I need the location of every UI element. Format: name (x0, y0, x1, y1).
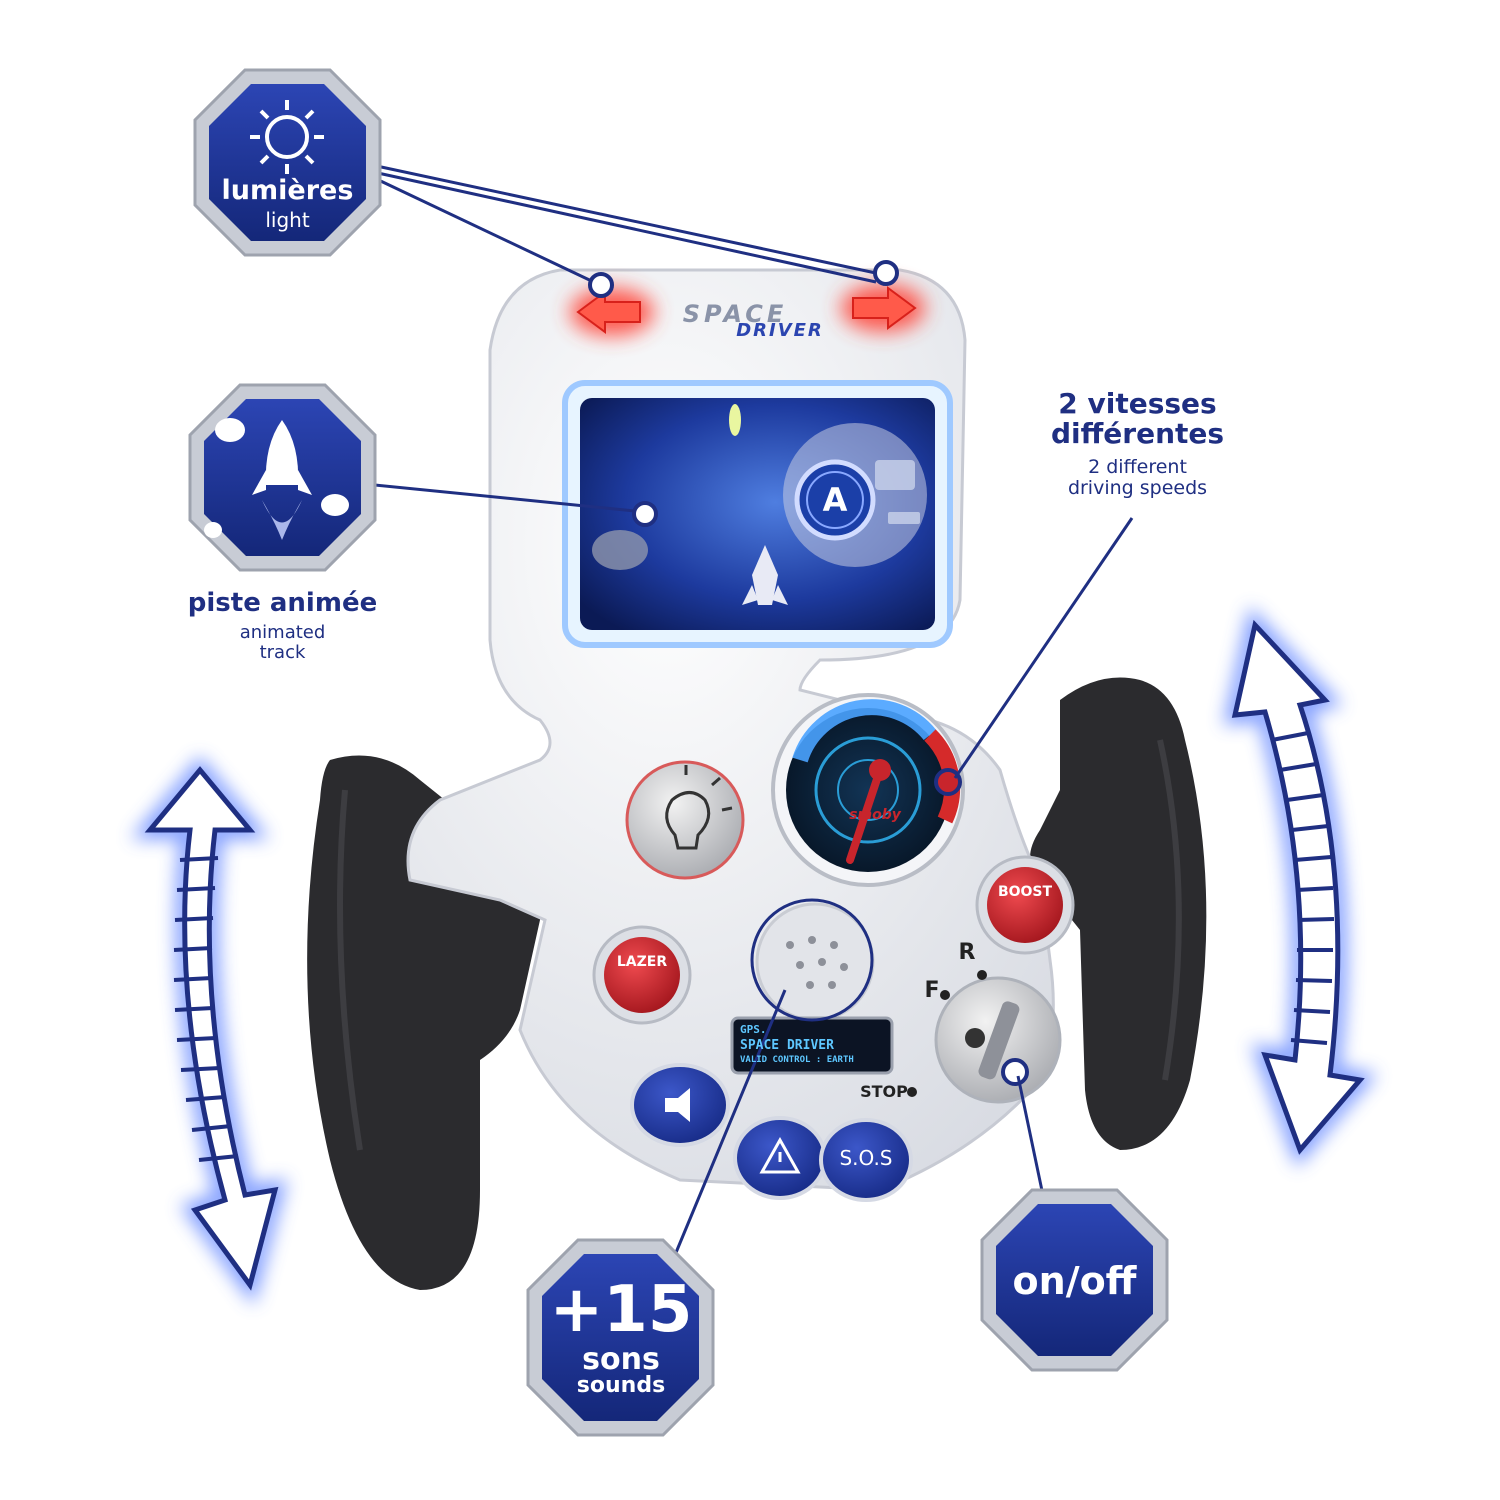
gear-dot-f (940, 990, 950, 1000)
logo-driver: DRIVER (736, 320, 824, 341)
horn-button[interactable] (630, 1063, 730, 1147)
sounds-badge (526, 1238, 715, 1437)
lights-badge (193, 68, 382, 257)
right-indicator-light (841, 284, 925, 332)
gear-r-label: R (958, 940, 976, 965)
screen-pointer-dot (632, 501, 658, 527)
left-rotation-arrow-icon (130, 755, 288, 1306)
sos-button[interactable] (819, 1118, 913, 1202)
lights-title: lumières (221, 175, 354, 206)
hazard-button[interactable] (733, 1116, 827, 1200)
lazer-button[interactable] (592, 925, 692, 1025)
warning-triangle-icon (759, 1136, 801, 1174)
rocket-icon (252, 420, 312, 540)
speeds-title-2: différentes (1050, 417, 1225, 450)
gear-dot-r (977, 970, 987, 980)
sounds-number: +15 (549, 1273, 693, 1347)
sounds-title: sons (582, 1342, 660, 1377)
speed-gauge (771, 693, 965, 887)
speeds-subtitle-2: driving speeds (1067, 477, 1208, 499)
game-screen (562, 380, 953, 648)
speeds-title-1: 2 vitesses (1058, 387, 1217, 420)
boost-button[interactable] (975, 855, 1075, 955)
power-title: on/off (1012, 1259, 1137, 1303)
left-indicator-light (570, 288, 654, 336)
gear-f-label: F (924, 978, 940, 1003)
right-rotation-arrow-icon (1223, 606, 1378, 1168)
power-badge (980, 1188, 1169, 1372)
light-pointer-left-dot (588, 272, 614, 298)
right-grip[interactable] (1030, 677, 1207, 1151)
power-key-switch[interactable] (934, 976, 1062, 1104)
sun-icon (250, 100, 324, 174)
light-pointer-right-dot (873, 260, 899, 286)
screen-emblem-letter: A (822, 481, 848, 519)
lcd-display (730, 1016, 894, 1075)
callout-lines (367, 163, 1134, 1256)
sounds-subtitle: sounds (576, 1373, 666, 1398)
stop-dot (907, 1087, 917, 1097)
horn-icon (665, 1088, 690, 1122)
light-bulb-icon (665, 791, 711, 850)
logo-space: SPACE (682, 300, 788, 328)
lcd-line-2: SPACE DRIVER (740, 1038, 834, 1053)
track-subtitle-1: animated (239, 622, 326, 643)
track-badge (188, 383, 377, 572)
gauge-brand: smoby (849, 807, 901, 823)
stop-label: STOP (860, 1082, 908, 1101)
boost-label: BOOST (997, 884, 1053, 900)
sos-label: S.O.S (839, 1146, 893, 1170)
track-subtitle-2: track (259, 642, 306, 663)
lcd-line-3: VALID CONTROL : EARTH (740, 1055, 854, 1065)
light-button[interactable] (625, 760, 745, 880)
lazer-label: LAZER (616, 954, 668, 970)
lights-subtitle: light (265, 208, 310, 232)
track-title: piste animée (187, 588, 378, 618)
lcd-line-1: GPS. (740, 1023, 767, 1036)
speeds-subtitle-1: 2 different (1088, 456, 1187, 478)
